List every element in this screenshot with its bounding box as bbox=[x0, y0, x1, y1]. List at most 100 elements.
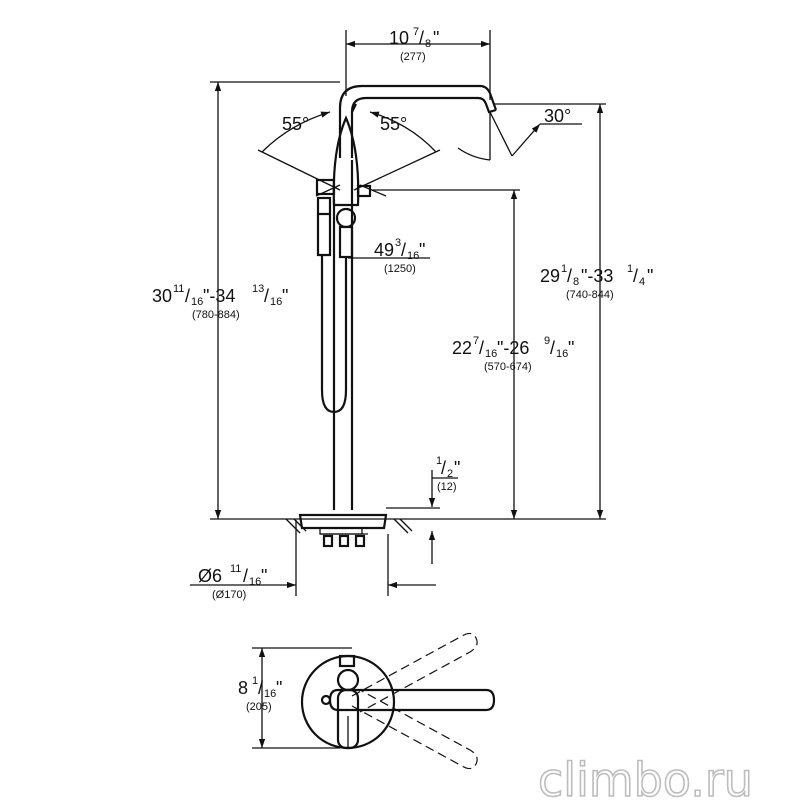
svg-text:16: 16 bbox=[270, 296, 282, 308]
svg-text:13: 13 bbox=[252, 283, 264, 295]
svg-text:/: / bbox=[243, 566, 248, 586]
svg-text:16: 16 bbox=[485, 348, 497, 360]
label-total-height: 30 11 / 16 "-34 13 / 16 " (780-884) bbox=[152, 283, 288, 321]
floor-flange bbox=[298, 513, 388, 530]
svg-text:8: 8 bbox=[573, 276, 579, 288]
svg-text:"-33: "-33 bbox=[581, 266, 613, 286]
spout-stub bbox=[336, 668, 360, 692]
svg-text:2: 2 bbox=[447, 468, 453, 480]
svg-text:Ø6: Ø6 bbox=[198, 566, 222, 586]
hose-loop bbox=[320, 255, 348, 414]
svg-text:16: 16 bbox=[249, 576, 261, 588]
svg-text:": " bbox=[647, 266, 653, 286]
total-height-dimension bbox=[210, 81, 340, 519]
svg-text:29: 29 bbox=[540, 266, 560, 286]
svg-text:": " bbox=[454, 458, 460, 478]
base-diameter-dimension bbox=[190, 520, 436, 596]
svg-text:16: 16 bbox=[407, 250, 419, 262]
svg-text:1: 1 bbox=[252, 675, 258, 687]
svg-text:(740-844): (740-844) bbox=[566, 289, 614, 301]
svg-text:22: 22 bbox=[452, 338, 472, 358]
handle-plan bbox=[328, 688, 496, 712]
svg-text:/: / bbox=[185, 286, 190, 306]
label-outlet-height: 22 7 / 16 "-26 9 / 16 " (570-674) bbox=[452, 335, 574, 373]
svg-text:49: 49 bbox=[374, 240, 394, 260]
hand-shower bbox=[316, 214, 332, 257]
svg-text:/: / bbox=[401, 240, 406, 260]
spout-angle-dimension bbox=[457, 111, 582, 161]
handle-rotated-up bbox=[351, 632, 478, 713]
svg-text:1: 1 bbox=[627, 263, 633, 275]
top-nozzle bbox=[338, 654, 356, 668]
svg-text:(1250): (1250) bbox=[384, 263, 416, 275]
spout-reach-num: 7 bbox=[413, 26, 419, 38]
svg-text:30: 30 bbox=[152, 286, 172, 306]
faucet-elevation bbox=[298, 84, 498, 548]
svg-text:": " bbox=[419, 240, 425, 260]
floor-offset-dimension bbox=[386, 470, 458, 564]
svg-text:"-26: "-26 bbox=[497, 338, 529, 358]
valve-1 bbox=[322, 534, 334, 548]
svg-text:/: / bbox=[441, 458, 446, 478]
svg-text:16: 16 bbox=[556, 348, 568, 360]
svg-text:(570-674): (570-674) bbox=[484, 361, 532, 373]
riser-column bbox=[332, 160, 354, 510]
svg-text:(205): (205) bbox=[246, 701, 272, 713]
spout-reach-unit: " bbox=[433, 28, 439, 48]
svg-text:": " bbox=[261, 566, 267, 586]
label-plan-depth: 8 1 / 16 " (205) bbox=[238, 675, 282, 713]
watermark-text: climbo.ru bbox=[538, 753, 753, 807]
label-base-diameter: Ø6 11 / 16 " (Ø170) bbox=[198, 563, 267, 601]
angle-left-label: 55° bbox=[282, 114, 309, 134]
svg-text:": " bbox=[282, 286, 288, 306]
spout-reach-den: 8 bbox=[425, 38, 431, 50]
label-spout-reach: 10 7 / 8 " (277) bbox=[389, 26, 439, 63]
svg-text:3: 3 bbox=[395, 237, 401, 249]
svg-text:11: 11 bbox=[173, 283, 184, 295]
hose-elbow bbox=[338, 225, 354, 259]
svg-text:": " bbox=[568, 338, 574, 358]
left-knob-plan bbox=[320, 694, 332, 706]
valve-body bbox=[332, 115, 360, 207]
svg-text:7: 7 bbox=[473, 335, 479, 347]
label-floor-offset: 1 / 2 " (12) bbox=[436, 455, 460, 493]
svg-text:/: / bbox=[550, 338, 555, 358]
svg-text:/: / bbox=[567, 266, 572, 286]
svg-text:/: / bbox=[419, 28, 424, 48]
label-hose-length: 49 3 / 16 " (1250) bbox=[374, 237, 425, 275]
spout-reach-whole: 10 bbox=[389, 28, 409, 48]
svg-text:9: 9 bbox=[544, 335, 550, 347]
shower-holder bbox=[316, 196, 332, 216]
floor-line bbox=[210, 518, 440, 534]
svg-text:4: 4 bbox=[639, 276, 645, 288]
handle-lever bbox=[351, 103, 357, 113]
valve-2 bbox=[338, 534, 350, 548]
svg-text:1: 1 bbox=[561, 263, 567, 275]
spout-height-dimension bbox=[440, 103, 606, 520]
svg-text:(12): (12) bbox=[437, 481, 457, 493]
handle-rotated-down bbox=[351, 689, 478, 770]
svg-text:/: / bbox=[633, 266, 638, 286]
svg-text:16: 16 bbox=[264, 688, 276, 700]
spout-angle-label: 30° bbox=[544, 106, 571, 126]
svg-text:(780-884): (780-884) bbox=[192, 309, 240, 321]
svg-text:8: 8 bbox=[238, 678, 248, 698]
outlet-height-dimension bbox=[372, 189, 520, 519]
svg-text:/: / bbox=[258, 678, 263, 698]
svg-text:"-34: "-34 bbox=[203, 286, 235, 306]
spout-reach-dimension bbox=[345, 30, 491, 100]
svg-text:16: 16 bbox=[191, 296, 203, 308]
svg-text:11: 11 bbox=[230, 563, 241, 575]
svg-text:(Ø170): (Ø170) bbox=[212, 589, 246, 601]
svg-text:/: / bbox=[479, 338, 484, 358]
spout-outline bbox=[338, 84, 498, 158]
spout-reach-metric: (277) bbox=[400, 51, 426, 63]
valve-3 bbox=[354, 534, 366, 548]
faucet-plan-view bbox=[252, 632, 496, 770]
angle-right-label: 55° bbox=[380, 114, 407, 134]
svg-text:1: 1 bbox=[436, 455, 442, 467]
svg-text:/: / bbox=[264, 286, 269, 306]
label-spout-height: 29 1 / 8 "-33 1 / 4 " (740-844) bbox=[540, 263, 653, 301]
